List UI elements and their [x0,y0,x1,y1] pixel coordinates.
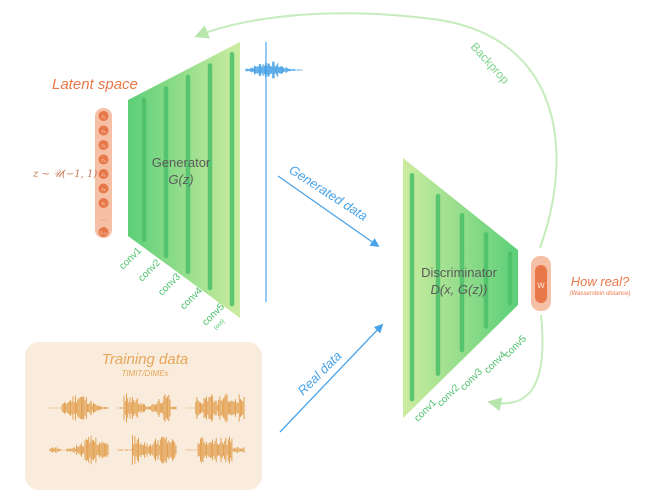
training-wave [185,393,245,423]
real-data-arrow [279,323,384,433]
wasserstein-note: (Wasserstein distance) [570,291,631,297]
how-real-label: How real? [571,274,630,289]
latent-node [98,140,109,150]
training-wave [49,435,109,465]
latent-node [98,169,109,179]
generator-layer-label: conv3 [156,271,183,298]
latent-title: Latent space [52,76,138,93]
latent-node-label: z₂ [102,128,106,133]
loss-return-arrow [487,314,544,412]
latent-node [98,183,109,194]
backprop-arrow [194,12,558,249]
discriminator-function: D(x, G(z)) [430,282,487,297]
latent-node-label: z₃ [101,143,105,148]
generator-layers [141,51,235,307]
training-waveforms [49,393,245,465]
discriminator-layer-label: conv3 [458,366,485,393]
training-wave [185,436,245,464]
discriminator-layer-label: conv5 [502,333,529,360]
latent-node [98,227,109,237]
generator-name: Generator [152,155,211,170]
latent-node-label: z₇ [102,201,106,206]
generated-data-label: Generated data [286,162,370,224]
generator-layer-label: conv2 [136,257,163,284]
latent-node [98,125,109,136]
latent-nodes: z₁ z₂ z₃ z₄ z₅ z₆ z₇ … z₁₀₀ [98,111,109,237]
latent-node-label: z₁₀₀ [100,230,108,235]
training-wave [117,393,177,423]
discriminator-layers [409,172,513,402]
training-wave [49,395,109,421]
output-node [535,265,547,303]
latent-node [98,154,109,165]
latent-node [98,111,109,121]
latent-node-label: z₁ [102,114,106,119]
training-data-subtitle: TIMIT/DIMEx [121,369,169,378]
latent-node-label: z₅ [101,172,105,177]
training-data-title: Training data [102,351,188,368]
latent-node-label: z₆ [101,186,105,191]
generated-wave [245,61,303,79]
training-wave [117,435,177,465]
generated-data-arrow [277,175,380,248]
generator-function: G(z) [168,172,193,187]
latent-ellipsis: … [100,214,108,223]
latent-node-label: z₄ [101,157,105,162]
generated-waveform [245,61,303,79]
latent-formula: z ∼ 𝒰(−1, 1) [32,169,97,180]
latent-node [98,198,109,208]
output-node-label: w [536,280,545,291]
generator-layer-label: conv1 [117,245,144,272]
discriminator-name: Discriminator [421,265,498,280]
